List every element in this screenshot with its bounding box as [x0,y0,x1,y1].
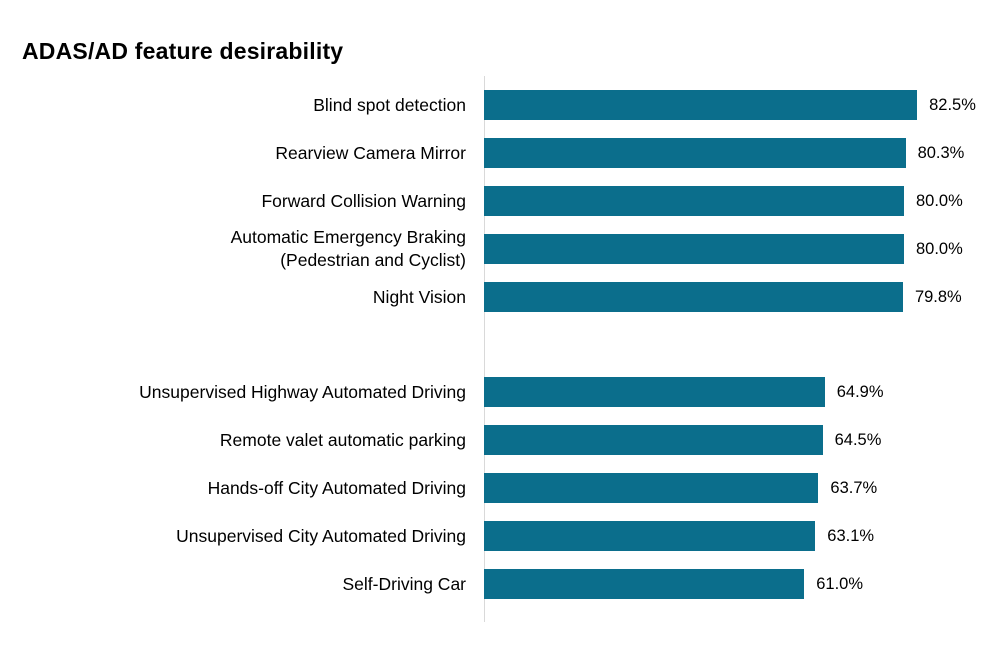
category-label: Hands-off City Automated Driving [207,477,466,498]
bar-row: Rearview Camera Mirror 80.3% [0,129,1000,177]
value-label: 80.0% [916,239,963,258]
chart-title: ADAS/AD feature desirability [22,38,344,64]
bar [484,138,906,168]
bar-row: Unsupervised City Automated Driving 63.1% [0,512,1000,560]
group-gap [0,321,1000,368]
bar [484,569,805,599]
value-label: 63.7% [830,478,878,497]
bar [484,186,904,216]
value-label: 80.3% [917,143,965,162]
category-label: Night Vision [372,286,466,307]
bar-row: Night Vision 79.8% [0,273,1000,321]
bar-area: 80.0% [484,225,1000,273]
bar-row: Remote valet automatic parking 64.5% [0,416,1000,464]
value-label: 64.5% [834,430,882,449]
value-label: 80.0% [916,191,963,210]
bar [484,425,823,455]
bar-area: 64.5% [484,416,1000,464]
bar-area: 61.0% [484,560,1000,608]
bar-row: Unsupervised Highway Automated Driving 64… [0,368,1000,416]
bar [484,377,825,407]
category-label: Unsupervised City Automated Driving [176,525,466,546]
bar-area: 79.8% [484,273,1000,321]
bar-area: 64.9% [484,368,1000,416]
category-label: Forward Collision Warning [261,190,466,211]
bar-row: Self-Driving Car 61.0% [0,560,1000,608]
value-label: 61.0% [816,574,864,593]
bar [484,282,903,312]
bar-area: 82.5% [484,81,1000,129]
category-label: Blind spot detection [313,94,466,115]
bar-area: 80.3% [484,129,1000,177]
y-axis-line [484,76,485,622]
bar [484,90,918,120]
value-label: 79.8% [914,287,962,306]
value-label: 63.1% [827,526,875,545]
bar-row: Blind spot detection 82.5% [0,81,1000,129]
category-label: Self-Driving Car [342,573,467,594]
value-label: 82.5% [929,95,976,114]
category-label: Automatic Emergency Braking (Pedestrian … [230,227,466,270]
bar [484,521,816,551]
bar-row: Forward Collision Warning 80.0% [0,177,1000,225]
value-label: 64.9% [836,382,884,401]
bar-chart: Blind spot detection 82.5% Rearview Camera… [0,81,1000,608]
bar-row: Hands-off City Automated Driving 63.7% [0,464,1000,512]
bar-row: Automatic Emergency Braking (Pedestrian … [0,225,1000,273]
bar [484,234,904,264]
category-label: Remote valet automatic parking [219,429,466,450]
bar-area: 63.1% [484,512,1000,560]
category-label: Unsupervised Highway Automated Driving [139,381,466,402]
category-label: Rearview Camera Mirror [275,142,466,163]
bar-area: 80.0% [484,177,1000,225]
bar-area: 63.7% [484,464,1000,512]
bar [484,473,819,503]
